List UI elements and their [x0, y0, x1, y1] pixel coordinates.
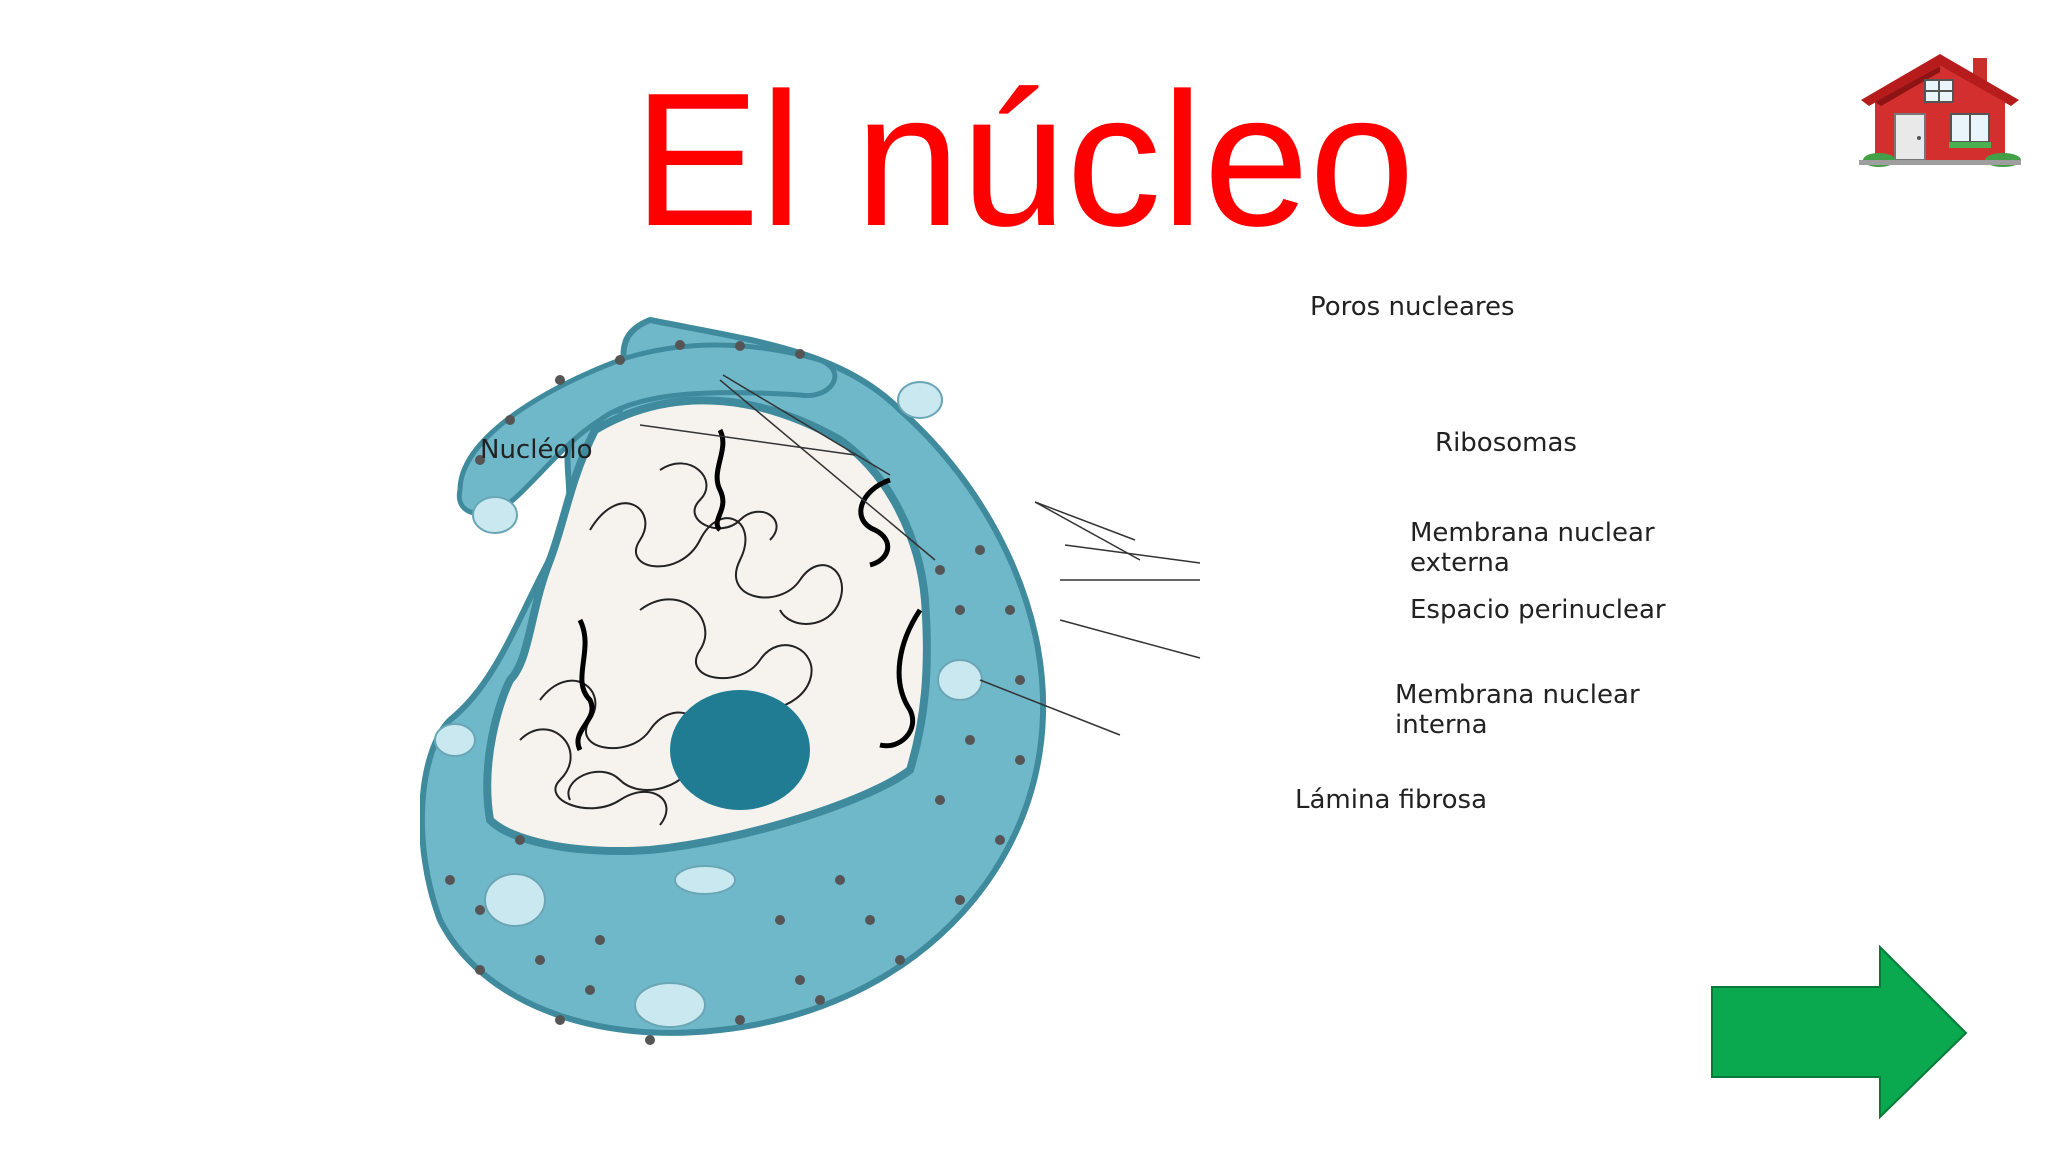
- nuclear-pores: [434, 381, 983, 1028]
- label-membrana-externa-2: externa: [1410, 548, 1510, 578]
- page-title: El núcleo: [633, 54, 1415, 266]
- nucleus-illustration: [418, 316, 1047, 1045]
- label-membrana-interna-2: interna: [1395, 710, 1488, 740]
- leader-lines: [639, 374, 1201, 736]
- label-poros-nucleares: Poros nucleares: [1310, 292, 1515, 322]
- label-ribosomas: Ribosomas: [1435, 428, 1577, 458]
- home-button[interactable]: [1855, 50, 2025, 170]
- chromatin-fibers: [575, 428, 923, 752]
- next-slide-button[interactable]: [1710, 944, 1970, 1120]
- label-membrana-interna-1: Membrana nuclear: [1395, 680, 1640, 710]
- label-membrana-externa-1: Membrana nuclear: [1410, 518, 1655, 548]
- nucleoplasm: [483, 396, 931, 855]
- nucleolus: [670, 690, 810, 810]
- label-lamina-fibrosa: Lámina fibrosa: [1295, 785, 1488, 815]
- right-arrow-icon: [1711, 944, 1968, 1120]
- ribosomes: [445, 340, 1025, 1045]
- nucleus-diagram: Poros nucleares Ribosomas Nucléolo Membr…: [418, 280, 1720, 1080]
- label-espacio-perinuclear: Espacio perinuclear: [1410, 595, 1666, 625]
- label-nucleolo: Nucléolo: [480, 435, 593, 465]
- house-icon: [1859, 54, 2021, 167]
- envelope-cap: [456, 342, 838, 517]
- chromatin: [519, 462, 843, 826]
